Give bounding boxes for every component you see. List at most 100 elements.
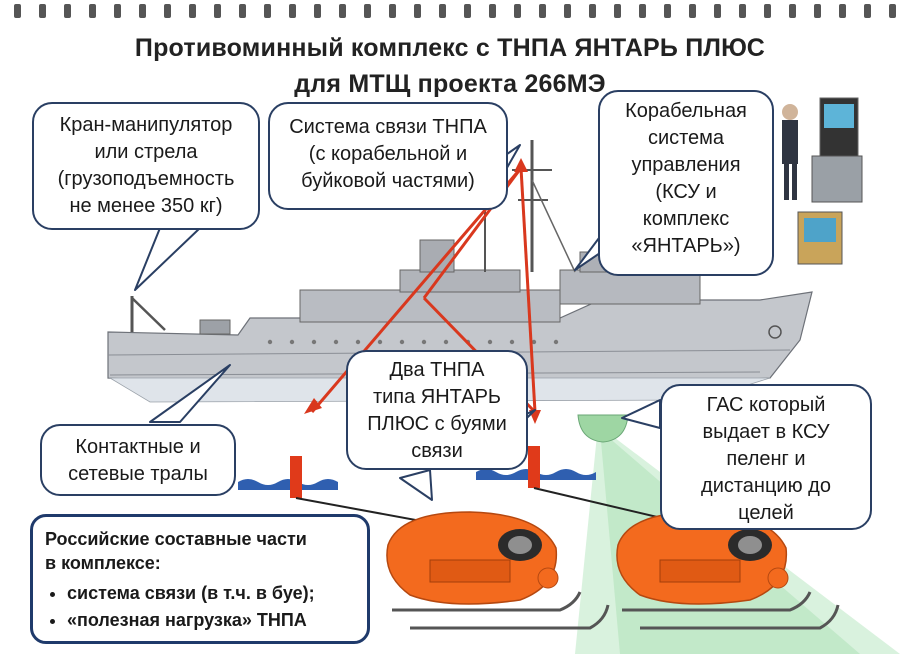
title-line-1: Противоминный комплекс с ТНПА ЯНТАРЬ ПЛЮ… [134, 34, 766, 62]
buoy-left [290, 456, 302, 498]
callout-crane: Кран-манипулятор или стрела (грузоподъем… [32, 102, 260, 230]
spiral-binding [14, 4, 896, 18]
russian-parts-item-2: «полезная нагрузка» ТНПА [67, 608, 355, 632]
bow-emblem [768, 325, 782, 339]
callout-rovs: Два ТНПА типа ЯНТАРЬ ПЛЮС с буями связи [346, 350, 528, 470]
spiral-ring [789, 4, 796, 18]
spiral-ring [664, 4, 671, 18]
spiral-ring [239, 4, 246, 18]
callout-sonar-line-4: дистанцию до [701, 475, 831, 497]
spiral-ring [614, 4, 621, 18]
callout-control-line-1: Корабельная [625, 100, 747, 122]
control-station-photo [782, 97, 863, 265]
spiral-ring [739, 4, 746, 18]
tail-sonar [621, 399, 661, 429]
spiral-ring [564, 4, 571, 18]
rov-left [386, 511, 610, 630]
callout-control-line-2: система [647, 127, 725, 149]
porthole [553, 339, 559, 345]
russian-parts-list: система связи (в т.ч. в буе); «полезная … [45, 581, 355, 632]
callout-trawls-line-2: сетевые тралы [68, 463, 208, 485]
rov-right [616, 511, 840, 630]
porthole [531, 339, 537, 345]
spiral-ring [139, 4, 146, 18]
crane-boom [131, 297, 166, 331]
porthole [333, 339, 339, 345]
russian-parts-heading-1: Российские составные части [45, 529, 307, 549]
spiral-ring [14, 4, 21, 18]
russian-parts-box: Российские составные части в комплексе: … [30, 514, 370, 644]
title-line-2: для МТЩ проекта 266МЭ [294, 70, 606, 98]
spiral-ring [189, 4, 196, 18]
spiral-ring [814, 4, 821, 18]
porthole [355, 339, 361, 345]
spiral-ring [89, 4, 96, 18]
callout-comm-system: Система связи ТНПА (с корабельной и буйк… [268, 102, 508, 210]
aft-deck-gear [199, 319, 231, 335]
buoy-right [528, 446, 540, 488]
callout-trawls: Контактные и сетевые тралы [40, 424, 236, 496]
callout-rovs-line-3: ПЛЮС с буями [367, 413, 507, 435]
callout-rovs-line-1: Два ТНПА [389, 359, 485, 381]
porthole [399, 339, 405, 345]
spiral-ring [439, 4, 446, 18]
spiral-ring [39, 4, 46, 18]
porthole [289, 339, 295, 345]
porthole [267, 339, 273, 345]
callout-comm-line-1: Система связи ТНПА [289, 116, 487, 138]
tail-crane [134, 227, 201, 291]
callout-control-system: Корабельная система управления (КСУ и ко… [598, 90, 774, 276]
callout-crane-line-2: или стрела [94, 141, 198, 163]
russian-parts-item-1: система связи (в т.ч. в буе); [67, 581, 355, 605]
porthole [443, 339, 449, 345]
tail-trawls [149, 364, 231, 423]
spiral-ring [514, 4, 521, 18]
porthole [311, 339, 317, 345]
spiral-ring [314, 4, 321, 18]
callout-sonar: ГАС который выдает в КСУ пеленг и дистан… [660, 384, 872, 530]
spiral-ring [364, 4, 371, 18]
callout-crane-line-1: Кран-манипулятор [59, 114, 233, 136]
spiral-ring [264, 4, 271, 18]
callout-comm-line-3: буйковой частями) [301, 170, 475, 192]
spiral-ring [489, 4, 496, 18]
spiral-ring [864, 4, 871, 18]
porthole [509, 339, 515, 345]
spiral-ring [464, 4, 471, 18]
callout-comm-line-2: (с корабельной и [308, 143, 468, 165]
spiral-ring [639, 4, 646, 18]
spiral-ring [589, 4, 596, 18]
water-left [238, 479, 338, 490]
porthole [377, 339, 383, 345]
callout-sonar-line-1: ГАС который [706, 394, 826, 416]
spiral-ring [339, 4, 346, 18]
spiral-ring [214, 4, 221, 18]
spiral-ring [114, 4, 121, 18]
callout-trawls-line-1: Контактные и [75, 436, 201, 458]
mast-brace [531, 179, 576, 273]
spiral-ring [539, 4, 546, 18]
spiral-ring [414, 4, 421, 18]
spiral-ring [389, 4, 396, 18]
spiral-ring [764, 4, 771, 18]
spiral-ring [714, 4, 721, 18]
porthole [487, 339, 493, 345]
spiral-ring [64, 4, 71, 18]
callout-rovs-line-2: типа ЯНТАРЬ [372, 386, 502, 408]
callout-control-line-5: комплекс [642, 208, 730, 230]
arrow-head-top [514, 158, 528, 172]
arrow-head-left-down [304, 398, 322, 414]
tether-right [533, 487, 671, 521]
spiral-ring [164, 4, 171, 18]
callout-rovs-line-4: связи [411, 440, 463, 462]
callout-sonar-line-3: пеленг и [726, 448, 806, 470]
spiral-ring [689, 4, 696, 18]
callout-control-line-4: (КСУ и [655, 181, 717, 203]
callout-crane-line-4: не менее 350 кг) [69, 195, 223, 217]
spiral-ring [839, 4, 846, 18]
russian-parts-heading-2: в комплексе: [45, 553, 161, 573]
callout-control-line-6: «ЯНТАРЬ») [631, 235, 741, 257]
callout-control-line-3: управления [631, 154, 741, 176]
callout-sonar-line-2: выдает в КСУ [702, 421, 830, 443]
spiral-ring [289, 4, 296, 18]
